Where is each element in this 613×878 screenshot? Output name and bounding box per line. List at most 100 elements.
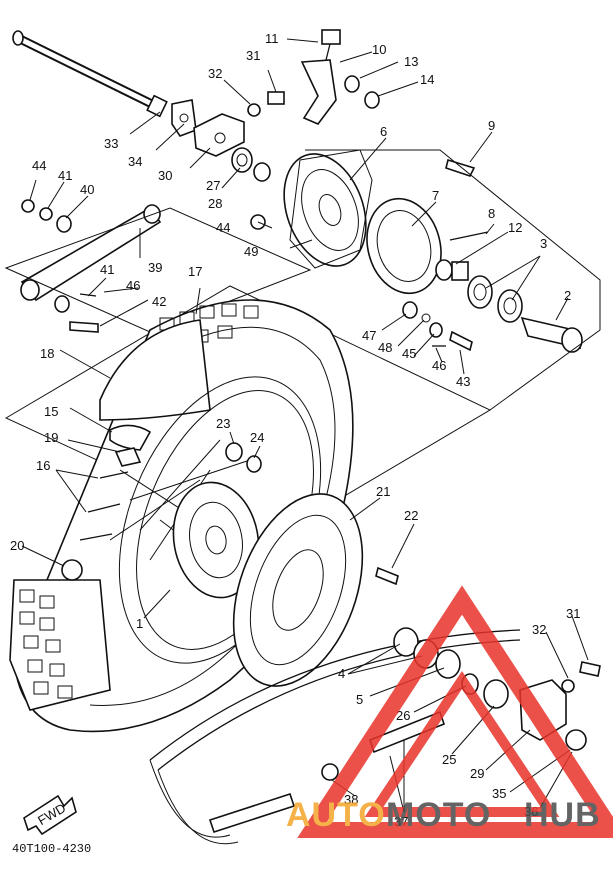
callout-15: 15 xyxy=(44,404,58,419)
rear-sprocket xyxy=(232,493,364,687)
callout-44b: 44 xyxy=(216,220,230,235)
callout-28: 28 xyxy=(208,196,222,211)
callout-31: 31 xyxy=(246,48,260,63)
inner-tube xyxy=(99,319,211,421)
callout-31b: 31 xyxy=(566,606,580,621)
callout-12: 12 xyxy=(508,220,522,235)
nut-32-right xyxy=(561,679,575,693)
valve-cap xyxy=(61,559,83,581)
bolt-43 xyxy=(449,330,473,352)
bearing-24 xyxy=(246,455,262,473)
callout-33: 33 xyxy=(104,136,118,151)
sprocket-bolt xyxy=(375,566,399,586)
rear-axle xyxy=(12,30,168,118)
callout-13: 13 xyxy=(404,54,418,69)
callout-17: 17 xyxy=(188,264,202,279)
brake-shoe-plate xyxy=(283,149,373,269)
callout-20: 20 xyxy=(10,538,24,553)
bolt-42 xyxy=(69,321,99,333)
callout-41b: 41 xyxy=(100,262,114,277)
callout-7: 7 xyxy=(432,188,439,203)
spacer-25 xyxy=(483,679,509,709)
adjust-bolt-top xyxy=(267,91,285,105)
callout-1: 1 xyxy=(136,616,143,631)
callout-18: 18 xyxy=(40,346,54,361)
callout-47: 47 xyxy=(362,328,376,343)
callout-5: 5 xyxy=(356,692,363,707)
bolt-31-right xyxy=(579,661,601,677)
leader-lines xyxy=(21,38,589,813)
rim-band xyxy=(109,424,152,451)
callout-10: 10 xyxy=(372,42,386,57)
callout-35: 35 xyxy=(492,786,506,801)
nut-36 xyxy=(565,729,587,751)
brake-tension-bar xyxy=(20,204,162,302)
callout-41: 41 xyxy=(58,168,72,183)
washer-41 xyxy=(54,295,70,313)
callout-25: 25 xyxy=(442,752,456,767)
automotohub-watermark: AUTO MOTO HUB xyxy=(286,585,613,838)
callout-32: 32 xyxy=(208,66,222,81)
callout-39: 39 xyxy=(148,260,162,275)
callout-46: 46 xyxy=(126,278,140,293)
callout-30: 30 xyxy=(158,168,172,183)
watermark-moto: MOTO xyxy=(386,796,491,834)
callout-2: 2 xyxy=(564,288,571,303)
rear-hub xyxy=(172,481,260,599)
watermark-auto: AUTO xyxy=(286,796,386,834)
callout-26: 26 xyxy=(396,708,410,723)
chain-adjuster-left xyxy=(171,99,197,137)
nut-44 xyxy=(21,199,35,213)
callout-46b: 46 xyxy=(432,358,446,373)
axle-collar xyxy=(231,147,253,173)
part-47 xyxy=(402,301,418,319)
rim-lock xyxy=(114,447,142,467)
brake-shoes xyxy=(366,197,442,295)
watermark-hub: HUB xyxy=(524,796,601,834)
callout-32b: 32 xyxy=(532,622,546,637)
callout-43: 43 xyxy=(456,374,470,389)
callout-24: 24 xyxy=(250,430,264,445)
callout-22: 22 xyxy=(404,508,418,523)
callout-42: 42 xyxy=(152,294,166,309)
hub-group-outline xyxy=(4,207,312,333)
callout-40: 40 xyxy=(80,182,94,197)
callout-23: 23 xyxy=(216,416,230,431)
callout-6: 6 xyxy=(380,124,387,139)
forward-direction-arrow: FWD xyxy=(23,794,77,836)
drive-chain xyxy=(149,629,521,845)
spacer-12 xyxy=(435,259,453,281)
bearing-a xyxy=(467,275,493,309)
diagram-part-code: 40T100-4230 xyxy=(12,842,91,856)
callout-27: 27 xyxy=(206,178,220,193)
callout-45: 45 xyxy=(402,346,416,361)
callout-21: 21 xyxy=(376,484,390,499)
dust-cap xyxy=(253,162,271,182)
callout-14: 14 xyxy=(420,72,434,87)
callout-16: 16 xyxy=(36,458,50,473)
seal-5 xyxy=(435,649,461,679)
bearing-b xyxy=(497,289,523,323)
callout-44: 44 xyxy=(32,158,46,173)
bearing-4a xyxy=(393,627,419,657)
oil-seal-23 xyxy=(225,442,243,462)
watermark-triangle-inner xyxy=(364,670,560,817)
callout-11: 11 xyxy=(265,31,279,46)
callout-34: 34 xyxy=(128,154,142,169)
bolt-11 xyxy=(321,29,341,45)
chain-puller-block xyxy=(193,113,245,157)
watermark-triangle-outer xyxy=(297,585,613,838)
callout-4: 4 xyxy=(338,666,345,681)
callout-9: 9 xyxy=(488,118,495,133)
callout-29: 29 xyxy=(470,766,484,781)
callout-8: 8 xyxy=(488,206,495,221)
callout-19: 19 xyxy=(44,430,58,445)
brake-cam-lever xyxy=(300,59,337,125)
callout-3: 3 xyxy=(540,236,547,251)
callout-38: 38 xyxy=(344,792,358,807)
callout-48: 48 xyxy=(378,340,392,355)
chain-joint-38 xyxy=(321,763,339,781)
callout-49: 49 xyxy=(244,244,258,259)
